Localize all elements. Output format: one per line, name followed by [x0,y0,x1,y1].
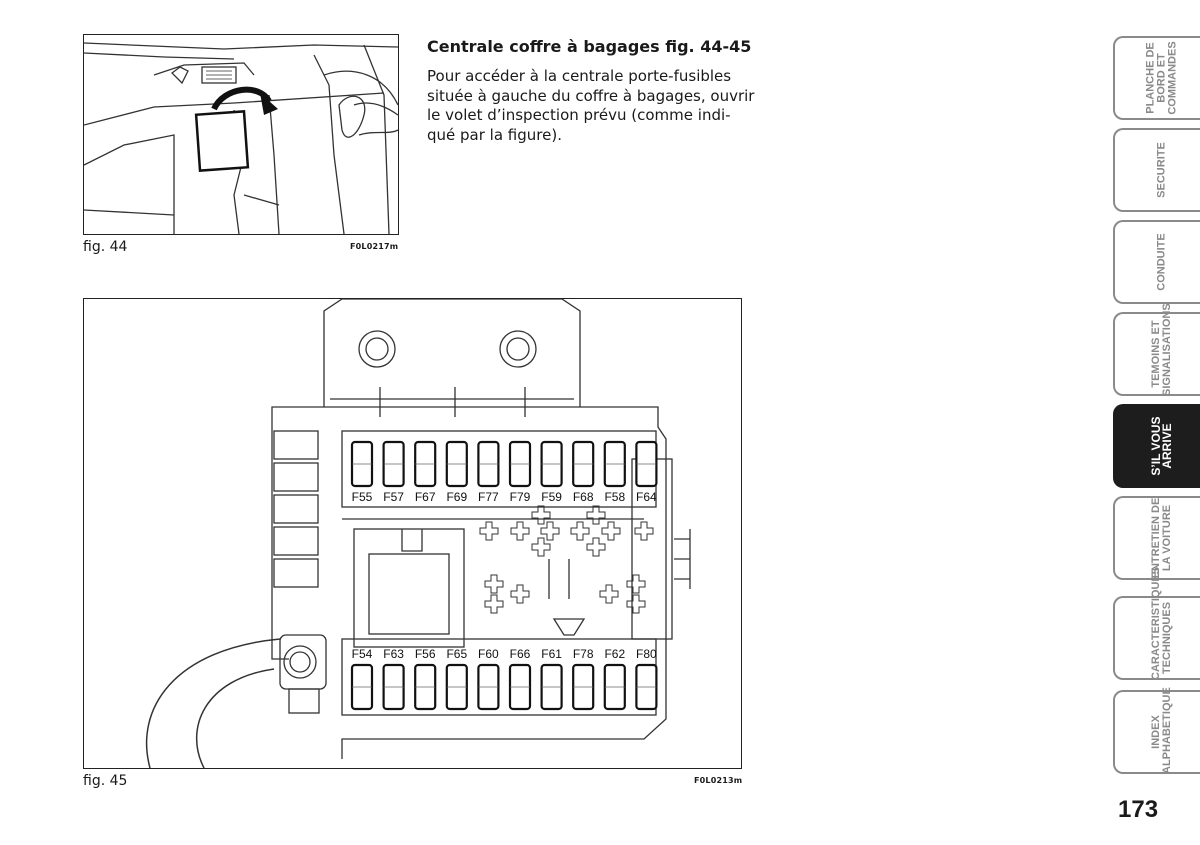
relay-socket [510,521,530,541]
relay-socket [531,505,551,525]
figure-45-illustration: F55 F57 F67 F69 F77 F79 F59 F68 F58 F64 F54 F63 F56… [83,298,742,769]
page-number: 173 [1118,796,1159,823]
fuse-label: F65 [446,647,467,661]
fuse-label: F68 [573,490,594,504]
chapter-tab-line: LA VOITURE [1160,504,1173,572]
chapter-tab[interactable]: CONDUITE [1113,220,1200,304]
relay-socket [484,574,504,594]
fuse-label: F69 [446,490,467,504]
chapter-tab-line: ARRIVE [1159,423,1174,469]
chapter-tab-line: COMMANDES [1166,41,1178,115]
relay-socket [634,521,654,541]
chapter-tab-line: TECHNIQUES [1160,601,1173,675]
relay-socket [626,574,646,594]
chapter-tab-line: CONDUITE [1155,233,1167,291]
figure-44-code: F0L0217m [350,242,399,251]
figure-44-illustration [83,34,399,235]
chapter-tab-line: ALPHABETIQUE [1160,687,1173,774]
body-line: qué par la figure). [427,125,562,144]
chapter-tab-line: CARACTERISTIQUES [1149,566,1162,680]
fuse-label: F55 [352,490,373,504]
fuse-label: F79 [510,490,531,504]
chapter-tab-label: CONDUITE [1155,220,1167,304]
relay-socket [601,521,621,541]
fuse-row-bottom: F54 F63 F56 F65 F60 F66 F61 F78 F62 F80 [350,647,658,711]
fuse-label: F64 [636,490,657,504]
relay-socket [570,521,590,541]
fuse-label: F78 [573,647,594,661]
body-line: située à gauche du coffre à bagages, ouv… [427,86,755,105]
figure-45-code: F0L0213m [694,776,743,785]
relay-socket [599,584,619,604]
fuse-label: F80 [636,647,657,661]
chapter-tab-line: PLANCHE DE [1144,42,1156,114]
figure-44-caption: fig. 44 [83,239,128,255]
relay-socket [626,594,646,614]
fuse-label: F57 [383,490,404,504]
fuse-label: F58 [604,490,625,504]
relay-socket [484,594,504,614]
chapter-tab-line: INDEX [1149,715,1162,749]
fuse-label: F67 [415,490,436,504]
section-heading: Centrale coffre à bagages fig. 44-45 [427,37,752,56]
fuse-row-top: F55 F57 F67 F69 F77 F79 F59 F68 F58 F64 [350,440,658,504]
fuse-label: F66 [510,647,531,661]
fuse-box-diagram: F55 F57 F67 F69 F77 F79 F59 F68 F58 F64 F54 F63 F56… [145,299,691,768]
relay-socket [531,537,551,557]
chapter-tab[interactable]: SECURITE [1113,128,1200,212]
fuse-label: F54 [352,647,373,661]
fuse-label: F63 [383,647,404,661]
body-line: Pour accéder à la centrale porte-fusible… [427,67,732,85]
chapter-tab-line: SECURITE [1155,142,1167,198]
chapter-tab-line: SIGNALISATIONS [1160,303,1173,396]
section-body: Pour accéder à la centrale porte-fusible… [427,67,755,145]
fuse-label: F60 [478,647,499,661]
trunk-panel-drawing [84,42,398,234]
relay-socket [586,505,606,525]
figure-45-caption: fig. 45 [83,773,128,789]
fuse-label: F62 [604,647,625,661]
fuse-label: F77 [478,490,499,504]
fuse-label: F61 [541,647,562,661]
relay-socket [479,521,499,541]
chapter-tab-label: SECURITE [1155,128,1167,212]
body-line: le volet d’inspection prévu (comme indi- [427,106,731,124]
fuse-label: F56 [415,647,436,661]
chapter-tab-line: BORD ET [1155,53,1167,103]
relay-socket [510,584,530,604]
fuse-label: F59 [541,490,562,504]
relay-socket [540,521,560,541]
chapter-tab-line: TEMOINS ET [1149,320,1162,388]
relay-socket [586,537,606,557]
